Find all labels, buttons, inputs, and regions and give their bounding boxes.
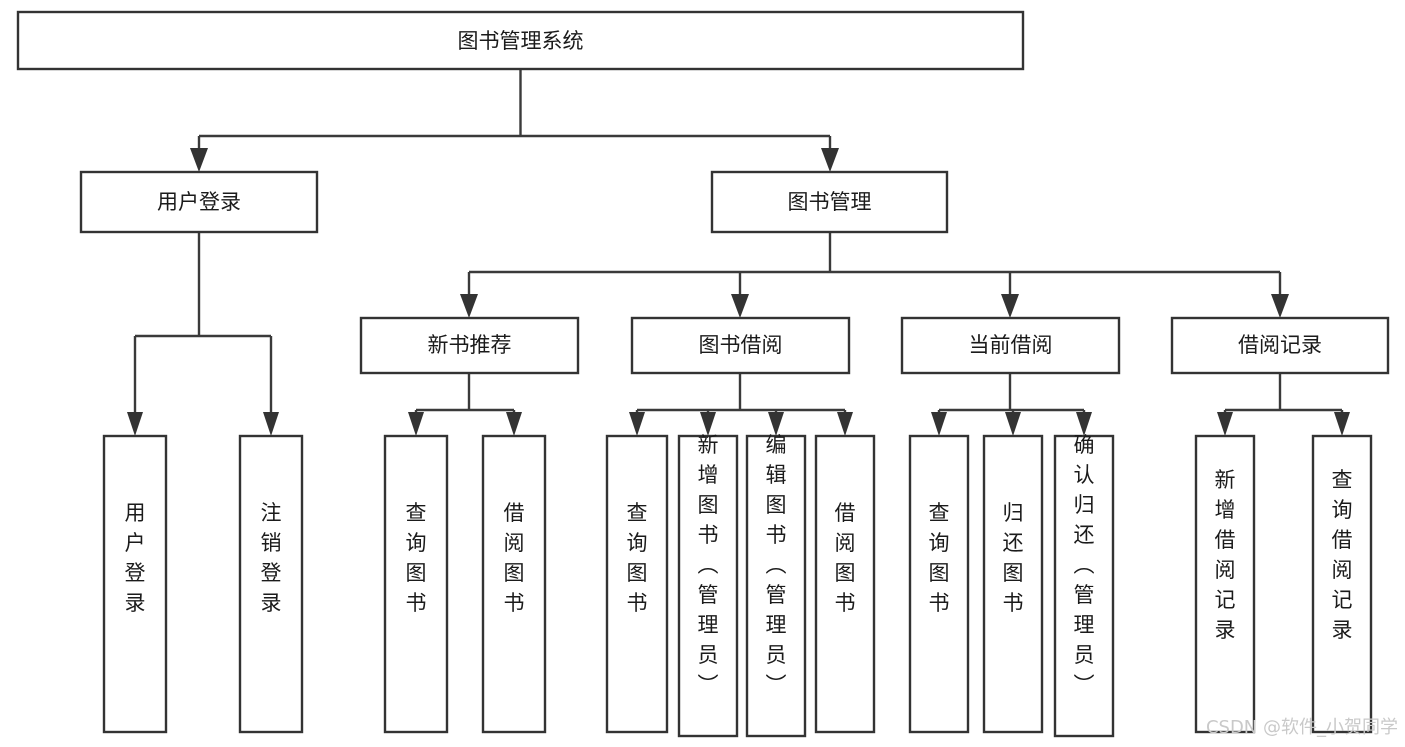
node-leaf-query-book-borrow-label: 查询图书 — [627, 501, 648, 615]
node-user-login-label: 用户登录 — [157, 190, 241, 214]
node-borrow-record-box — [1170, 316, 1390, 375]
arrow-icon-to-leaf-logout — [263, 412, 279, 436]
node-leaf-query-borrow-record-box — [1311, 434, 1373, 734]
node-leaf-add-borrow-record-label: 新增借阅记录 — [1215, 468, 1236, 642]
node-leaf-borrow-book-label: 借阅图书 — [835, 501, 856, 615]
node-leaf-edit-book-admin-label: 编辑图书︵管理员︶ — [766, 433, 787, 697]
node-leaf-query-book-cur[interactable]: 查询图书 — [908, 434, 970, 734]
node-leaf-query-book-rec-box — [383, 434, 449, 734]
node-current-borrow[interactable]: 当前借阅 — [900, 316, 1121, 375]
arrow-icon-to-leaf-borrow-book — [837, 412, 853, 436]
arrow-icon-to-leaf-query-book-cur — [931, 412, 947, 436]
csdn-watermark: CSDN @软件_小贺同学 — [1206, 717, 1398, 738]
node-leaf-query-book-cur-label: 查询图书 — [929, 501, 950, 615]
node-leaf-query-book-rec[interactable]: 查询图书 — [383, 434, 449, 734]
node-leaf-query-borrow-record[interactable]: 查询借阅记录 — [1311, 434, 1373, 734]
node-leaf-add-borrow-record[interactable]: 新增借阅记录 — [1194, 434, 1256, 734]
arrow-icon-to-leaf-query-book-borrow — [629, 412, 645, 436]
node-leaf-query-book-borrow-box — [605, 434, 669, 734]
node-root[interactable]: 图书管理系统 — [16, 10, 1025, 71]
node-leaf-add-book-admin[interactable]: 新增图书︵管理员︶ — [677, 433, 739, 738]
node-new-book-recommend-label: 新书推荐 — [428, 333, 512, 357]
node-leaf-return-book[interactable]: 归还图书 — [982, 434, 1044, 734]
arrow-icon-to-book-borrow — [731, 294, 749, 318]
node-user-login[interactable]: 用户登录 — [79, 170, 319, 234]
node-leaf-query-borrow-record-label: 查询借阅记录 — [1332, 468, 1353, 642]
node-new-book-recommend[interactable]: 新书推荐 — [359, 316, 580, 375]
node-new-book-recommend-box — [359, 316, 580, 375]
node-book-borrow-label: 图书借阅 — [699, 333, 783, 357]
node-book-manage-label: 图书管理 — [788, 190, 872, 214]
arrow-icon-to-leaf-return-book — [1005, 412, 1021, 436]
node-leaf-user-login[interactable]: 用户登录 — [102, 434, 168, 734]
node-current-borrow-box — [900, 316, 1121, 375]
arrowhead-layer — [127, 148, 1350, 436]
node-leaf-logout-label: 注销登录 — [261, 501, 282, 615]
node-borrow-record[interactable]: 借阅记录 — [1170, 316, 1390, 375]
node-user-login-box — [79, 170, 319, 234]
node-leaf-confirm-return-admin-label: 确认归还︵管理员︶ — [1074, 433, 1095, 697]
node-book-manage-box — [710, 170, 949, 234]
node-leaf-edit-book-admin-box — [745, 434, 807, 738]
arrow-icon-to-borrow-record — [1271, 294, 1289, 318]
arrow-icon-to-leaf-confirm-return-admin — [1076, 412, 1092, 436]
arrow-icon-to-leaf-query-borrow-record — [1334, 412, 1350, 436]
node-leaf-query-book-rec-label: 查询图书 — [406, 501, 427, 615]
node-borrow-record-label: 借阅记录 — [1238, 333, 1322, 357]
node-leaf-borrow-book-rec-box — [481, 434, 547, 734]
node-leaf-confirm-return-admin[interactable]: 确认归还︵管理员︶ — [1053, 433, 1115, 738]
node-book-borrow[interactable]: 图书借阅 — [630, 316, 851, 375]
node-leaf-borrow-book-box — [814, 434, 876, 734]
arrow-icon-to-current-borrow — [1001, 294, 1019, 318]
node-leaf-edit-book-admin[interactable]: 编辑图书︵管理员︶ — [745, 433, 807, 738]
node-leaf-add-book-admin-box — [677, 434, 739, 738]
node-leaf-borrow-book[interactable]: 借阅图书 — [814, 434, 876, 734]
node-leaf-add-book-admin-label: 新增图书︵管理员︶ — [698, 433, 719, 697]
node-leaf-query-book-cur-box — [908, 434, 970, 734]
arrow-icon-to-leaf-add-book-admin — [700, 412, 716, 436]
arrow-icon-to-user-login — [190, 148, 208, 172]
arrow-icon-to-leaf-user-login — [127, 412, 143, 436]
arrow-icon-to-book-manage — [821, 148, 839, 172]
arrow-icon-to-leaf-edit-book-admin — [768, 412, 784, 436]
node-leaf-borrow-book-rec[interactable]: 借阅图书 — [481, 434, 547, 734]
node-leaf-logout-box — [238, 434, 304, 734]
node-leaf-logout[interactable]: 注销登录 — [238, 434, 304, 734]
leaf-nodes-layer: 用户登录 注销登录 查询图书 借阅图书 查询图书 新增图书︵管理员︶ — [102, 433, 1373, 738]
node-leaf-user-login-box — [102, 434, 168, 734]
arrow-icon-to-new-book-recommend — [460, 294, 478, 318]
node-leaf-confirm-return-admin-box — [1053, 434, 1115, 738]
node-leaf-return-book-label: 归还图书 — [1003, 501, 1024, 615]
node-leaf-borrow-book-rec-label: 借阅图书 — [504, 501, 525, 615]
node-book-borrow-box — [630, 316, 851, 375]
node-leaf-return-book-box — [982, 434, 1044, 734]
node-leaf-query-book-borrow[interactable]: 查询图书 — [605, 434, 669, 734]
arrow-icon-to-leaf-borrow-book-rec — [506, 412, 522, 436]
node-root-label: 图书管理系统 — [458, 29, 584, 53]
node-current-borrow-label: 当前借阅 — [969, 333, 1053, 357]
node-root-box — [16, 10, 1025, 71]
node-book-manage[interactable]: 图书管理 — [710, 170, 949, 234]
node-leaf-add-borrow-record-box — [1194, 434, 1256, 734]
node-leaf-user-login-label: 用户登录 — [125, 501, 146, 615]
arrow-icon-to-leaf-add-borrow-record — [1217, 412, 1233, 436]
arrow-icon-to-leaf-query-book-rec — [408, 412, 424, 436]
